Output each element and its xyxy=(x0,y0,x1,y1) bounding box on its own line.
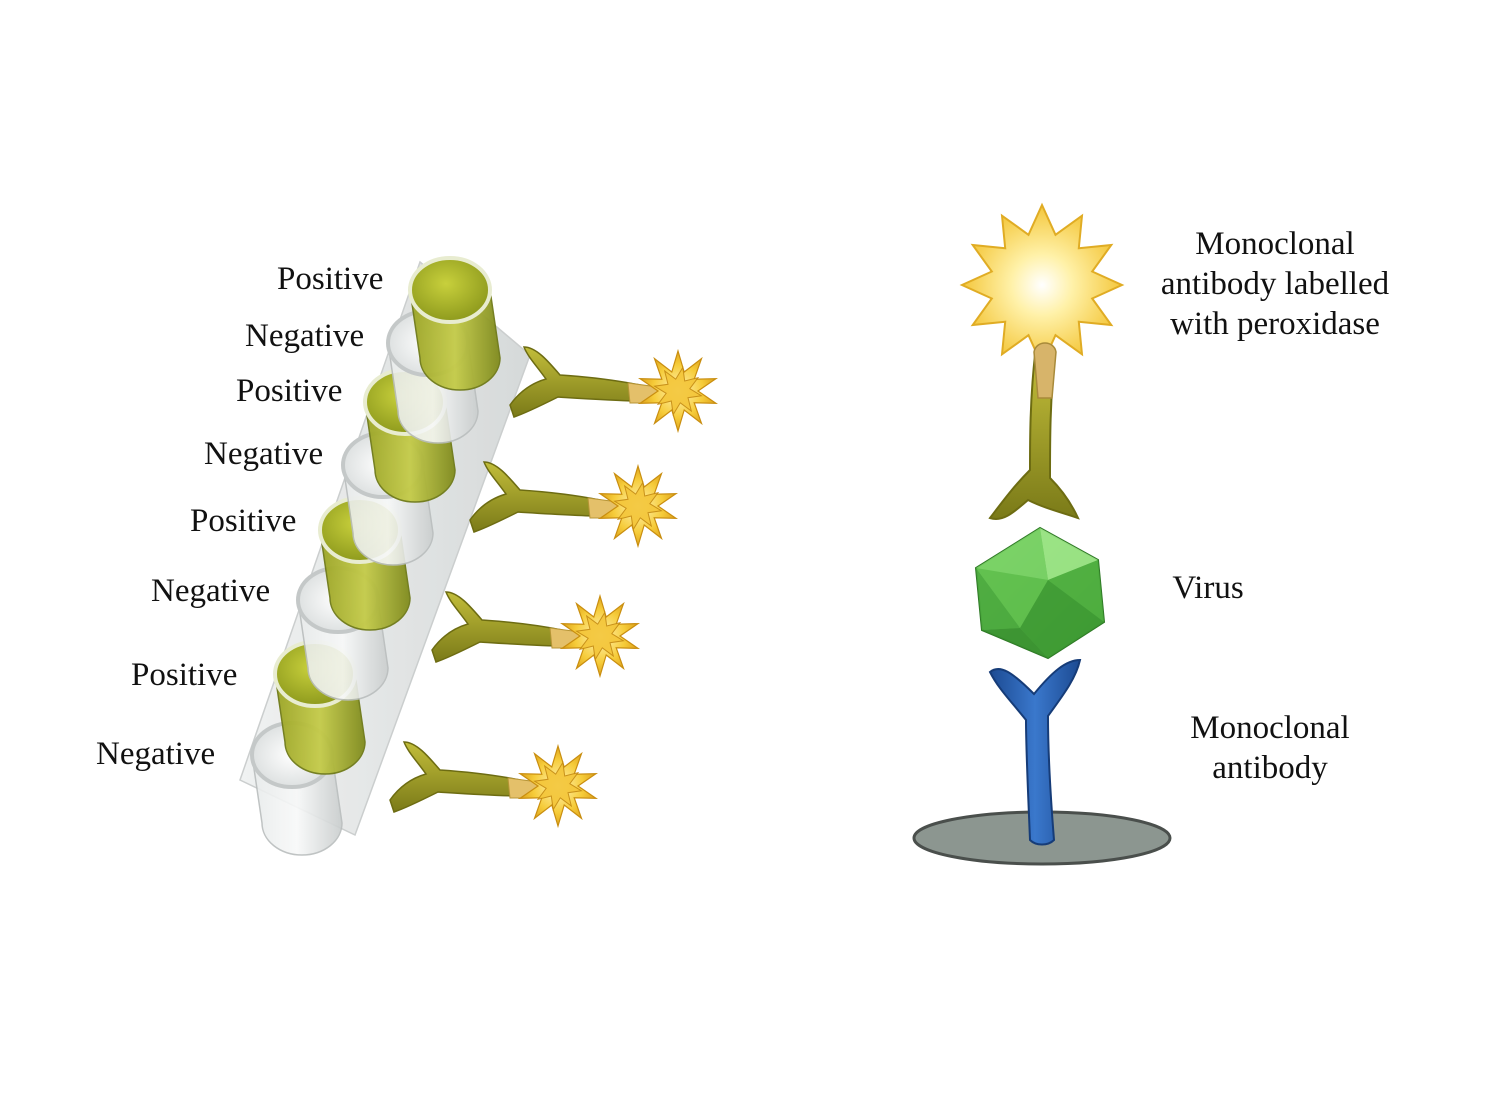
well-label: Negative xyxy=(151,573,271,609)
positive-well xyxy=(408,256,501,391)
well-label: Negative xyxy=(204,436,324,472)
well-label: Positive xyxy=(277,261,384,297)
capture-antibody-label: Monoclonal antibody xyxy=(1140,708,1400,788)
labelled-antibody-icon xyxy=(959,202,1125,520)
label-line: antibody xyxy=(1212,750,1328,786)
labelled-antibody-label: Monoclonal antibody labelled with peroxi… xyxy=(1120,224,1430,344)
antibody-stem xyxy=(988,354,1080,520)
label-line: with peroxidase xyxy=(1170,306,1380,342)
peroxidase-star xyxy=(959,202,1125,368)
detector-antibodies xyxy=(389,346,719,829)
label-line: Monoclonal xyxy=(1195,226,1355,262)
capture-antibody-icon xyxy=(988,658,1082,846)
label-line: Monoclonal xyxy=(1190,710,1350,746)
well-label: Negative xyxy=(245,318,365,354)
virus-label: Virus xyxy=(1150,568,1266,608)
well-strip xyxy=(250,256,501,856)
well-label: Positive xyxy=(190,503,297,539)
labelled-antibody xyxy=(509,346,719,434)
labelled-antibody xyxy=(469,461,679,549)
label-line: Virus xyxy=(1172,570,1244,606)
well-label: Negative xyxy=(96,736,216,772)
antibody-linker xyxy=(1033,342,1057,399)
virus-icon xyxy=(974,526,1106,660)
labelled-antibody xyxy=(431,591,641,679)
well-label: Positive xyxy=(131,657,238,693)
well-label: Positive xyxy=(236,373,343,409)
labelled-antibody xyxy=(389,741,599,829)
label-line: antibody labelled xyxy=(1160,266,1390,302)
